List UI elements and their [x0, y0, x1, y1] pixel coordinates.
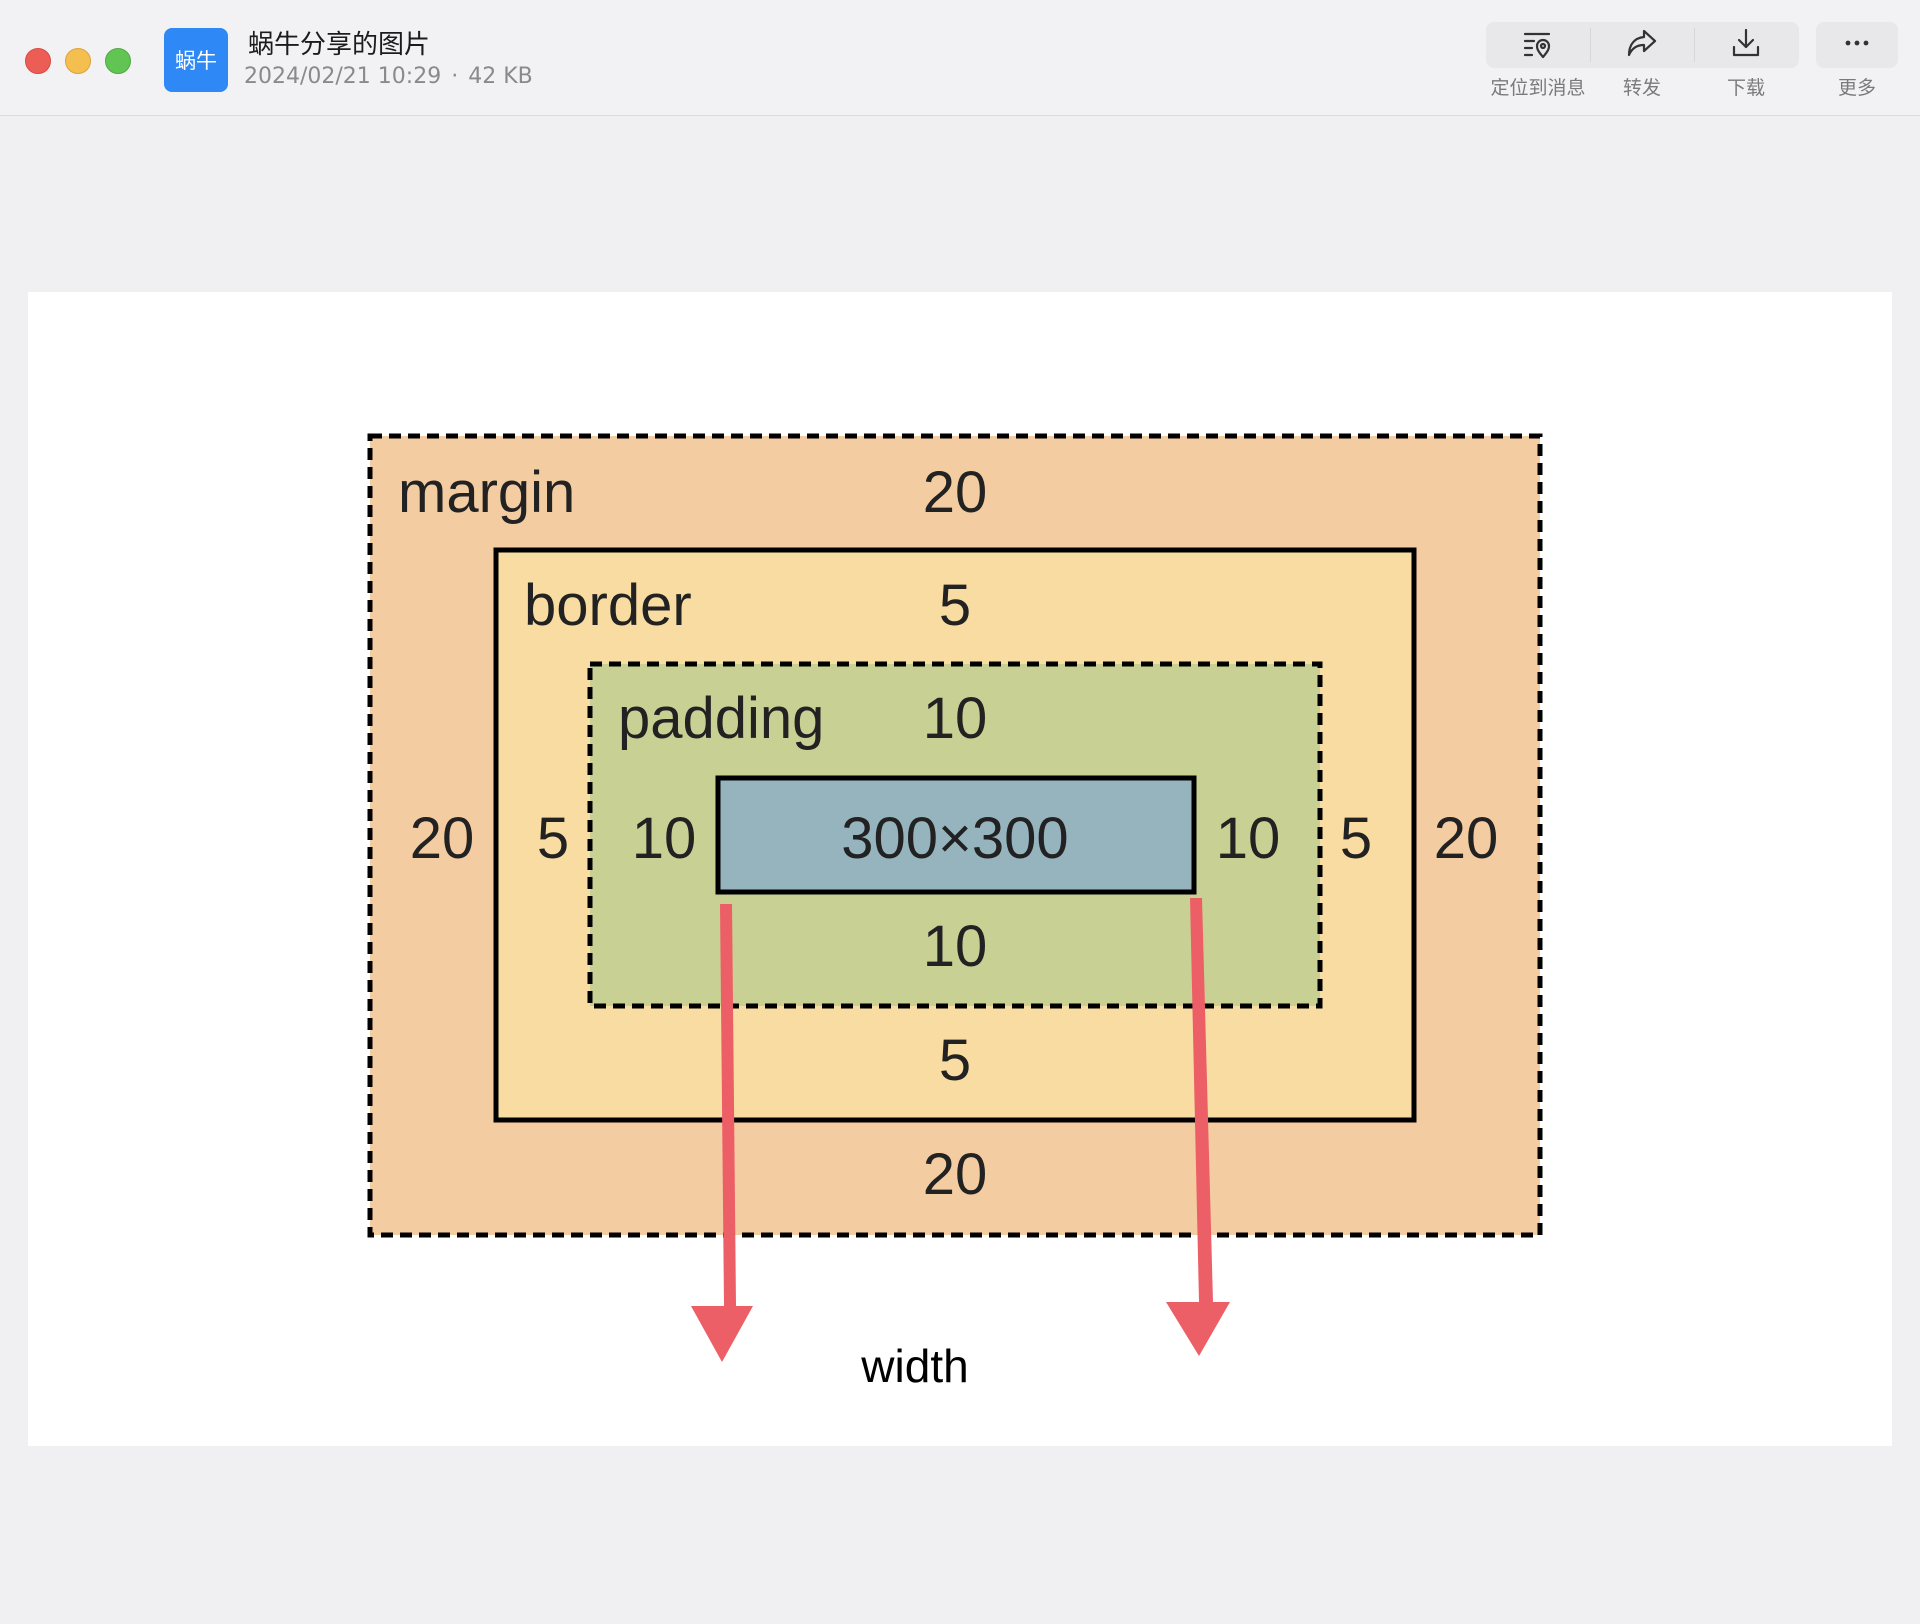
padding-top-value: 10: [923, 686, 988, 751]
locate-message-label: 定位到消息: [1490, 77, 1586, 99]
minimize-window-button[interactable]: [65, 48, 91, 74]
padding-label: padding: [618, 686, 824, 751]
border-top-value: 5: [939, 573, 971, 638]
file-title: 蜗牛分享的图片: [248, 30, 431, 60]
right-arrow: [1166, 898, 1230, 1356]
margin-right-value: 20: [1434, 806, 1499, 871]
more-icon: [1834, 20, 1880, 65]
download-icon: [1723, 20, 1769, 65]
file-meta: 2024/02/21 10:29 · 42 KB: [244, 64, 533, 89]
margin-left-value: 20: [410, 806, 475, 871]
padding-left-value: 10: [632, 806, 697, 871]
padding-bottom-value: 10: [923, 914, 988, 979]
sender-avatar-text: 蜗牛: [175, 49, 217, 73]
file-size: 42 KB: [468, 64, 533, 89]
border-bottom-value: 5: [939, 1028, 971, 1093]
sender-avatar: 蜗牛: [164, 28, 228, 92]
box-model-diagram: margin 20 20 20 20 border 5 5 5 5 paddin…: [367, 433, 1543, 1392]
forward-icon: [1619, 20, 1665, 65]
padding-right-value: 10: [1216, 806, 1281, 871]
more-button[interactable]: 更多: [1805, 20, 1909, 100]
width-label: width: [860, 1340, 968, 1392]
more-button-bg: [1816, 22, 1898, 68]
forward-button[interactable]: 转发: [1590, 20, 1694, 100]
download-button[interactable]: 下载: [1694, 20, 1798, 100]
forward-label: 转发: [1622, 77, 1661, 99]
toolbar: 定位到消息 转发 下载: [1486, 20, 1898, 100]
close-window-button[interactable]: [25, 48, 51, 74]
border-left-value: 5: [537, 806, 569, 871]
width-arrows: [691, 898, 1230, 1362]
left-arrow: [691, 904, 753, 1362]
maximize-window-button[interactable]: [105, 48, 131, 74]
download-label: 下载: [1726, 77, 1765, 99]
locate-message-button[interactable]: 定位到消息: [1486, 20, 1590, 100]
meta-separator: ·: [451, 64, 459, 89]
file-date: 2024/02/21 10:29: [244, 64, 442, 89]
border-label: border: [524, 573, 692, 638]
margin-bottom-value: 20: [923, 1142, 988, 1207]
locate-message-icon: [1515, 20, 1561, 65]
margin-top-value: 20: [923, 460, 988, 525]
content-size-label: 300×300: [841, 806, 1068, 871]
margin-label: margin: [398, 460, 575, 525]
more-label: 更多: [1837, 77, 1876, 99]
content-box: [715, 775, 1197, 895]
border-right-value: 5: [1340, 806, 1372, 871]
image-viewer[interactable]: margin 20 20 20 20 border 5 5 5 5 paddin…: [28, 292, 1892, 1446]
title-bar: 蜗牛 蜗牛分享的图片 2024/02/21 10:29 · 42 KB 定位到消息: [0, 0, 1920, 116]
